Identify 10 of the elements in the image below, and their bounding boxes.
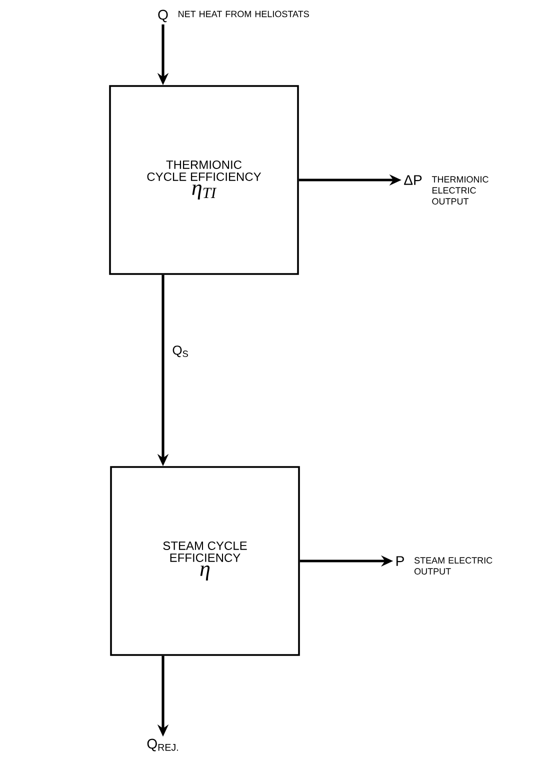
process-box: THERMIONIC CYCLE EFFICIENCY η$_{TI}$	[109, 85, 299, 275]
flow-description: STEAM ELECTRIC OUTPUT	[414, 557, 492, 575]
flow-description: THERMIONIC ELECTRIC OUTPUT	[432, 176, 488, 205]
flow-symbol: P	[396, 556, 404, 566]
flow-symbol: Q$_{REJ.}$	[147, 738, 178, 752]
edge-label: Q$_{S}$	[171, 344, 190, 358]
process-box: STEAM CYCLE EFFICIENCY η	[110, 466, 300, 656]
flow-symbol: ΔP	[404, 175, 422, 185]
flow-description: NET HEAT FROM HELIOSTATS	[178, 10, 309, 18]
flow-symbol: Q	[158, 10, 168, 22]
